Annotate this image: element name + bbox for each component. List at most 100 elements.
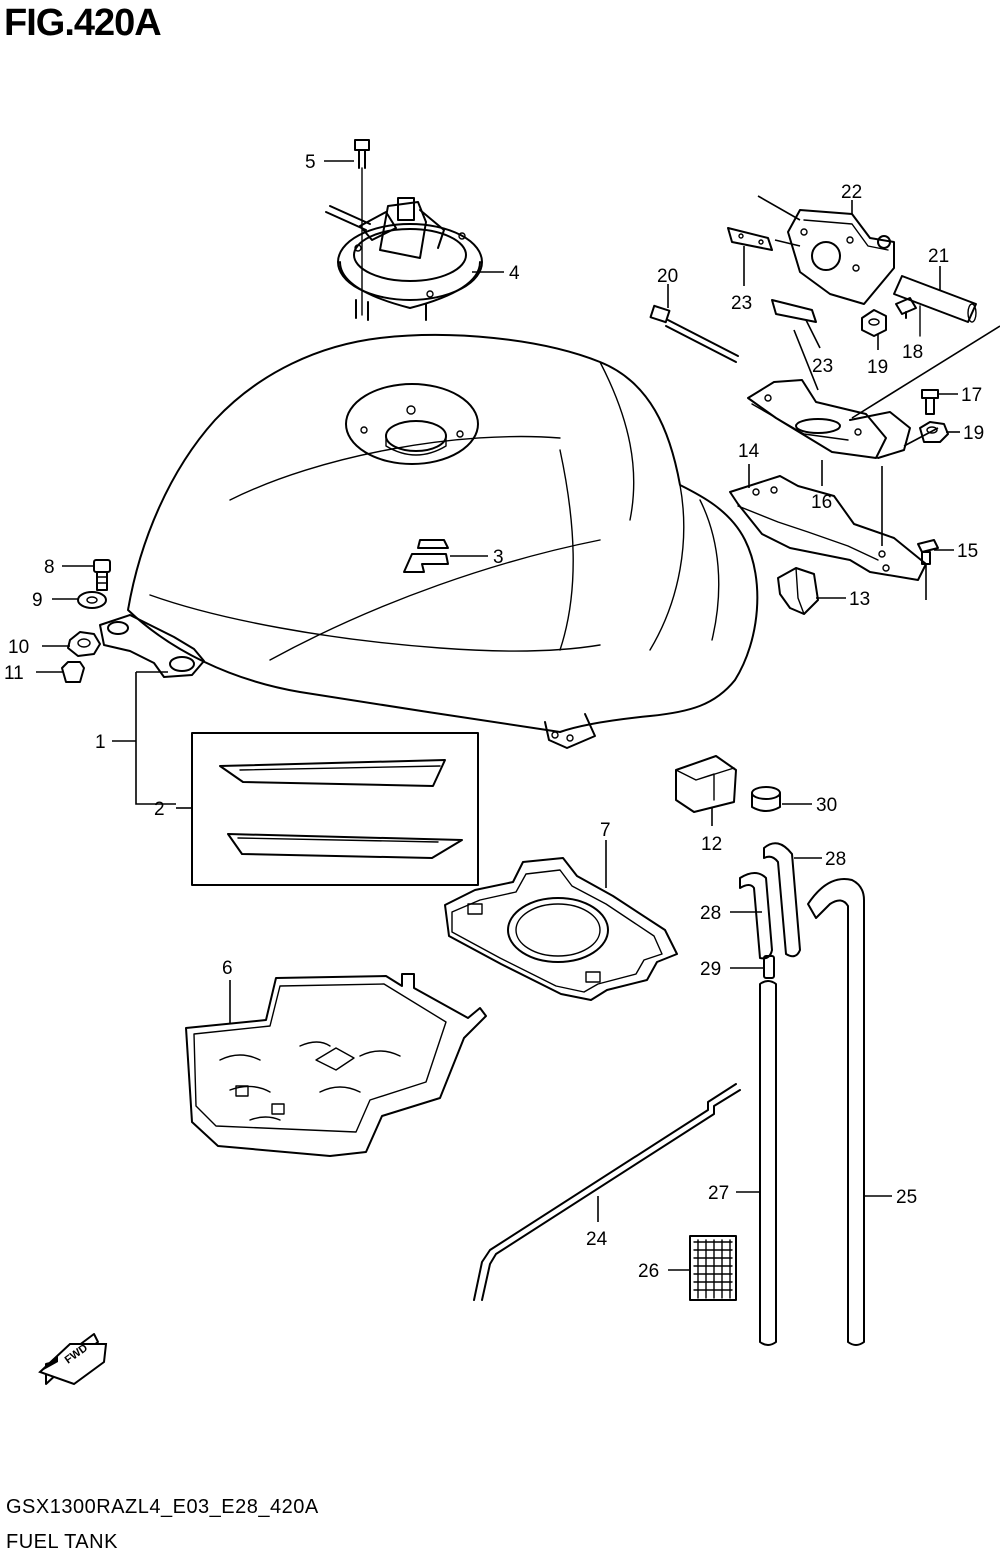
callout-11: 11: [4, 663, 64, 684]
part-2-label-box: [191, 732, 479, 886]
callout-30: 30: [782, 795, 837, 816]
callout-24: 24: [586, 1196, 608, 1250]
callout-label: 5: [305, 152, 316, 173]
callout-4: 4: [472, 263, 520, 284]
callout-8: 8: [44, 557, 94, 578]
callout-27: 27: [708, 1183, 760, 1204]
callout-label: 4: [509, 263, 520, 284]
part-11-collar: [61, 661, 85, 683]
callout-14: 14: [738, 441, 760, 488]
part-29-joint: [763, 955, 775, 979]
part-23-upper-pad: [727, 227, 773, 251]
callout-19-upper: 19: [867, 334, 888, 378]
part-9-washer: [77, 591, 107, 609]
part-12-cushion: [675, 755, 737, 813]
callout-16: 16: [811, 460, 832, 513]
fwd-direction-marker: FWD: [38, 1333, 108, 1386]
part-21-pin: [893, 275, 977, 323]
part-6-cover: [185, 973, 487, 1157]
callout-5: 5: [305, 152, 354, 173]
callout-label: 25: [896, 1187, 917, 1208]
figure-name: FUEL TANK: [6, 1531, 118, 1553]
callout-17: 17: [938, 385, 982, 406]
part-4-fuel-cap: [325, 197, 483, 321]
figure-title: FIG.420A: [4, 2, 162, 44]
part-8-bolt: [93, 559, 111, 591]
callout-label: 30: [816, 795, 837, 816]
callout-22: 22: [841, 182, 862, 214]
callout-label: 20: [657, 266, 678, 287]
callout-label: 19: [867, 357, 888, 378]
callout-25: 25: [864, 1187, 917, 1208]
callout-label: 11: [4, 663, 24, 684]
callout-label: 16: [811, 492, 832, 513]
part-26-mesh-pad: [689, 1235, 737, 1301]
part-19-nut-lower: [903, 421, 949, 447]
callout-label: 15: [957, 541, 978, 562]
callout-3: 3: [450, 547, 504, 568]
callout-9: 9: [32, 590, 78, 611]
part-18-bolt: [895, 297, 921, 337]
callout-1: 1: [95, 671, 176, 805]
part-19-nut-upper: [861, 309, 887, 337]
part-13-cushion: [777, 567, 819, 615]
callout-10: 10: [8, 637, 70, 658]
part-7-plate: [444, 857, 678, 1001]
callout-label: 24: [586, 1229, 608, 1250]
callout-28-left: 28: [700, 903, 762, 924]
callout-label: 28: [700, 903, 721, 924]
callout-23-upper: 23: [731, 246, 752, 314]
callout-label: 12: [701, 834, 722, 855]
callout-label: 7: [600, 820, 611, 841]
callout-20: 20: [657, 266, 678, 308]
callout-13: 13: [816, 589, 870, 610]
part-27-hose: [759, 980, 777, 1346]
part-14-stay: [729, 475, 927, 581]
callout-15: 15: [934, 541, 978, 562]
callout-label: 2: [154, 799, 165, 820]
part-23-lower-pad: [771, 299, 817, 323]
forward-arrow-icon: [38, 1333, 108, 1386]
callout-label: 23: [731, 293, 752, 314]
part-30-grommet: [751, 786, 781, 812]
part-24-rod: [473, 1083, 741, 1301]
callout-label: 6: [222, 958, 233, 979]
callout-7: 7: [600, 820, 611, 888]
part-17-bolt: [921, 389, 939, 415]
callout-12: 12: [701, 808, 722, 855]
callout-label: 8: [44, 557, 55, 578]
callout-19-lower: 19: [946, 423, 984, 444]
part-28-hose-b: [763, 842, 801, 958]
callout-23-lower: 23: [805, 319, 833, 377]
callout-label: 17: [961, 385, 982, 406]
callout-label: 1: [95, 732, 106, 753]
callout-label: 13: [849, 589, 870, 610]
callout-label: 22: [841, 182, 862, 203]
part-25-hose: [807, 878, 865, 1346]
callout-6: 6: [222, 958, 233, 1024]
callout-26: 26: [638, 1261, 690, 1282]
part-1-fuel-tank: [99, 334, 759, 749]
part-22-bracket: [757, 195, 895, 305]
callout-18: 18: [902, 342, 923, 363]
figure-model-code: GSX1300RAZL4_E03_E28_420A: [6, 1496, 319, 1518]
callout-label: 10: [8, 637, 29, 658]
callout-28-right: 28: [794, 849, 846, 870]
callout-label: 27: [708, 1183, 729, 1204]
callout-21: 21: [928, 246, 949, 290]
callout-label: 26: [638, 1261, 659, 1282]
callout-label: 3: [493, 547, 504, 568]
callout-label: 28: [825, 849, 846, 870]
part-10-grommet: [67, 631, 101, 657]
callout-label: 14: [738, 441, 760, 462]
callout-label: 23: [812, 356, 833, 377]
callout-29: 29: [700, 959, 764, 980]
part-28-hose-a: [739, 872, 773, 960]
part-3-emblem: [403, 539, 449, 573]
callout-2: 2: [154, 799, 192, 820]
callout-label: 9: [32, 590, 43, 611]
part-20-long-bolt: [649, 304, 739, 363]
part-15-bolt: [917, 539, 939, 600]
callout-label: 29: [700, 959, 721, 980]
